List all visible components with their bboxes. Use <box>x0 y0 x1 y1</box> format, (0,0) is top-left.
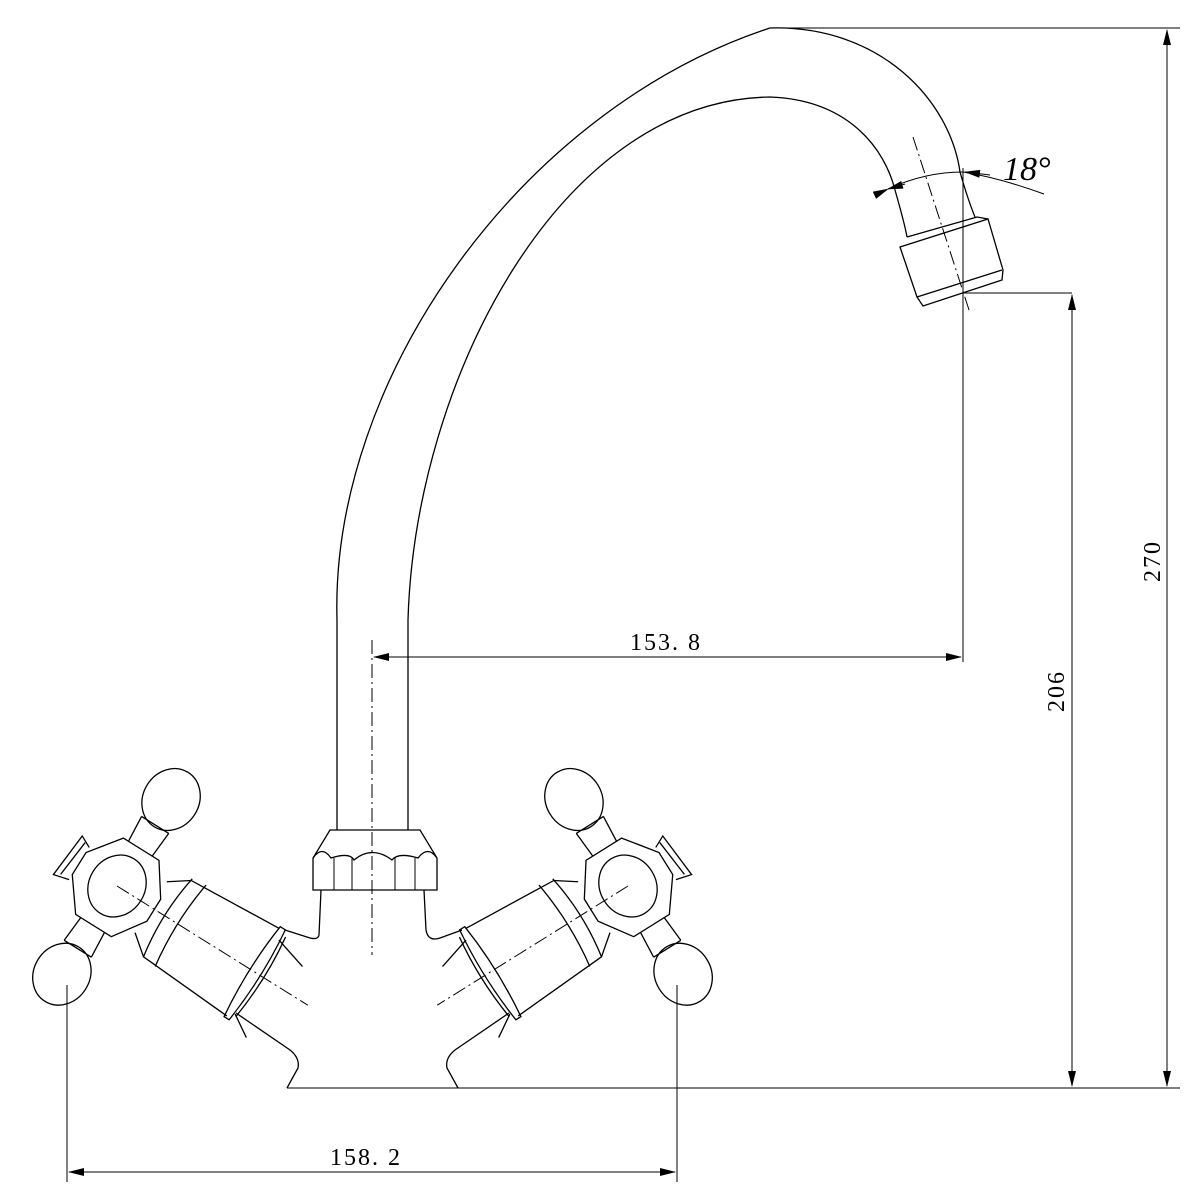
spout <box>336 27 976 955</box>
left-handle <box>0 739 380 1122</box>
dim-outlet-height: 206 <box>1044 670 1070 712</box>
right-handle <box>365 739 752 1122</box>
dimension-lines <box>66 27 1180 1182</box>
dim-handle-span: 158. 2 <box>330 1145 402 1171</box>
dim-spout-angle: 18° <box>1003 151 1051 188</box>
dim-total-height: 270 <box>1140 540 1166 582</box>
faucet-body <box>235 889 510 1089</box>
aerator-nozzle <box>899 216 1004 307</box>
spout-nut <box>312 829 438 891</box>
dim-spout-reach: 153. 8 <box>630 630 702 656</box>
